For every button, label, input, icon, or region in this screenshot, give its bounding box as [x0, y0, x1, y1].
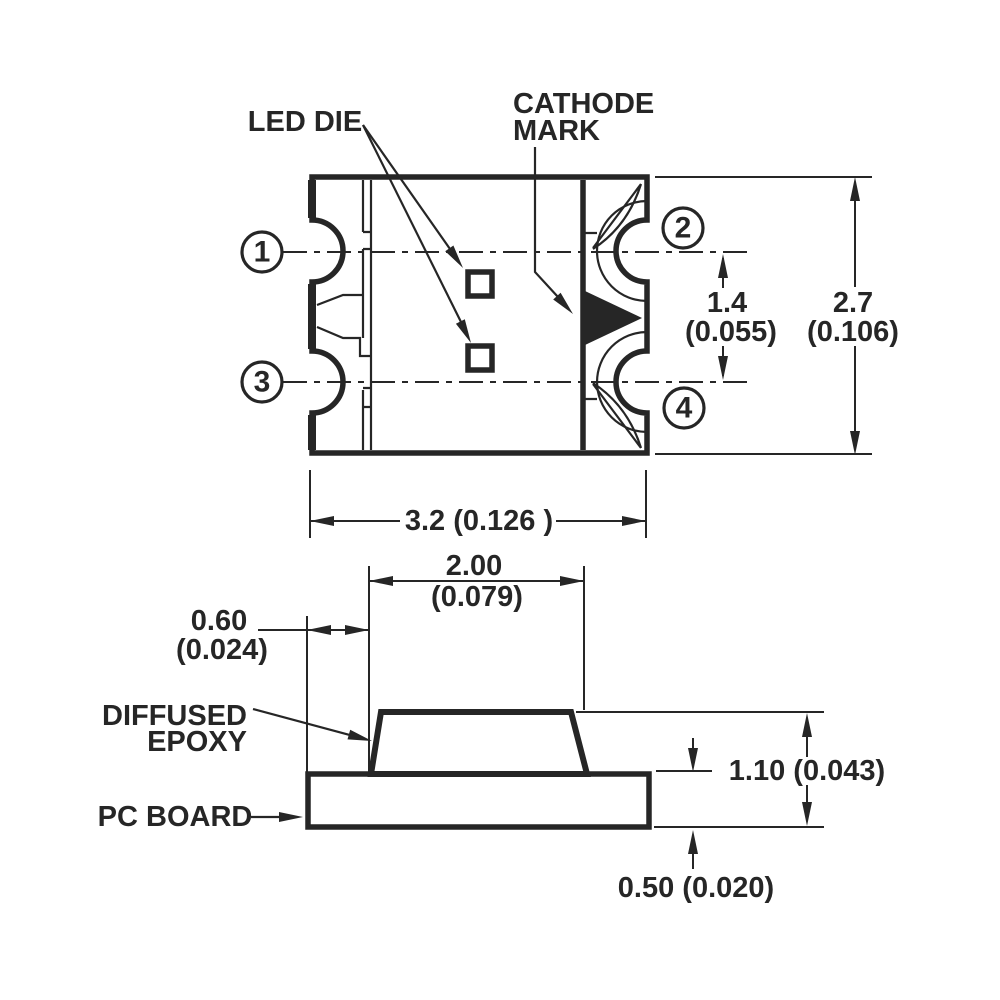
pin-4-marker: 4 [662, 386, 706, 430]
dim-epoxy-offset-mm: 0.60 [191, 605, 247, 637]
side-view: 2.00 (0.079) 0.60 (0.024) 1.10 (0.043) [98, 550, 886, 904]
dim-board-thickness-value: 0.50 (0.020) [618, 872, 774, 904]
left-terminal-flag-bottom [316, 325, 371, 358]
dim-body-width-value: 3.2 (0.126 ) [405, 505, 553, 537]
pin-1-marker: 1 [240, 230, 284, 274]
cathode-mark-leader [533, 147, 559, 298]
lead-leaf-bottom [592, 382, 643, 449]
left-terminal-lines [316, 180, 373, 450]
cathode-mark-triangle [585, 291, 642, 345]
pin-1-number: 1 [254, 236, 271, 269]
led-die-leader-bottom [362, 124, 462, 323]
cathode-mark-callout: CATHODE MARK [513, 88, 654, 314]
pc-board-callout: PC BOARD [98, 801, 303, 833]
dim-body-width: 3.2 (0.126 ) [309, 470, 647, 538]
diffused-epoxy-callout: DIFFUSED EPOXY [102, 700, 372, 758]
dim-pad-pitch-mm: 1.4 [707, 287, 747, 319]
dim-epoxy-offset-in: (0.024) [176, 634, 268, 666]
dim-board-thickness: 0.50 (0.020) [618, 830, 774, 904]
led-die-callout: LED DIE [248, 106, 471, 343]
dim-epoxy-width: 2.00 (0.079) [368, 550, 585, 772]
board-top-arrow [688, 748, 698, 772]
dim-pad-pitch-in: (0.055) [685, 316, 777, 348]
dim-epoxy-width-in: (0.079) [431, 581, 523, 613]
led-die-square-bottom [465, 343, 495, 373]
dim-total-height: 1.10 (0.043) [576, 711, 885, 828]
left-terminal-flag-top [316, 293, 363, 307]
top-view: 1 2 3 4 LED DIE CATHODE MARK [240, 88, 899, 538]
pin-3-number: 3 [254, 366, 271, 399]
dim-pad-pitch: 1.4 (0.055) [685, 254, 777, 380]
dim-body-height: 2.7 (0.106) [655, 176, 899, 455]
pin-3-marker: 3 [240, 360, 284, 404]
led-die-square-top [465, 269, 495, 299]
dim-epoxy-offset: 0.60 (0.024) [176, 605, 369, 772]
diffused-epoxy-leader [252, 707, 351, 737]
cathode-mark-label-line2: MARK [513, 115, 600, 147]
pin-2-number: 2 [675, 212, 692, 245]
cathode-mark-label-line1: CATHODE [513, 88, 654, 120]
dim-epoxy-width-mm: 2.00 [446, 550, 502, 582]
pc-board-label: PC BOARD [98, 801, 253, 833]
led-die-leader-top [362, 124, 451, 250]
pc-board-shape [305, 771, 652, 830]
diffused-epoxy-label-line1: DIFFUSED [102, 700, 247, 732]
dim-total-height-value: 1.10 (0.043) [729, 755, 885, 787]
dim-body-height-mm: 2.7 [833, 287, 873, 319]
led-die-label: LED DIE [248, 106, 362, 138]
pin-2-marker: 2 [661, 206, 705, 250]
pin-4-number: 4 [676, 392, 693, 425]
lead-leaf-top [592, 183, 643, 250]
diffused-epoxy-label-line2: EPOXY [147, 726, 247, 758]
dim-body-height-in: (0.106) [807, 316, 899, 348]
package-outline [309, 174, 650, 456]
diffused-epoxy-shape [367, 709, 591, 777]
